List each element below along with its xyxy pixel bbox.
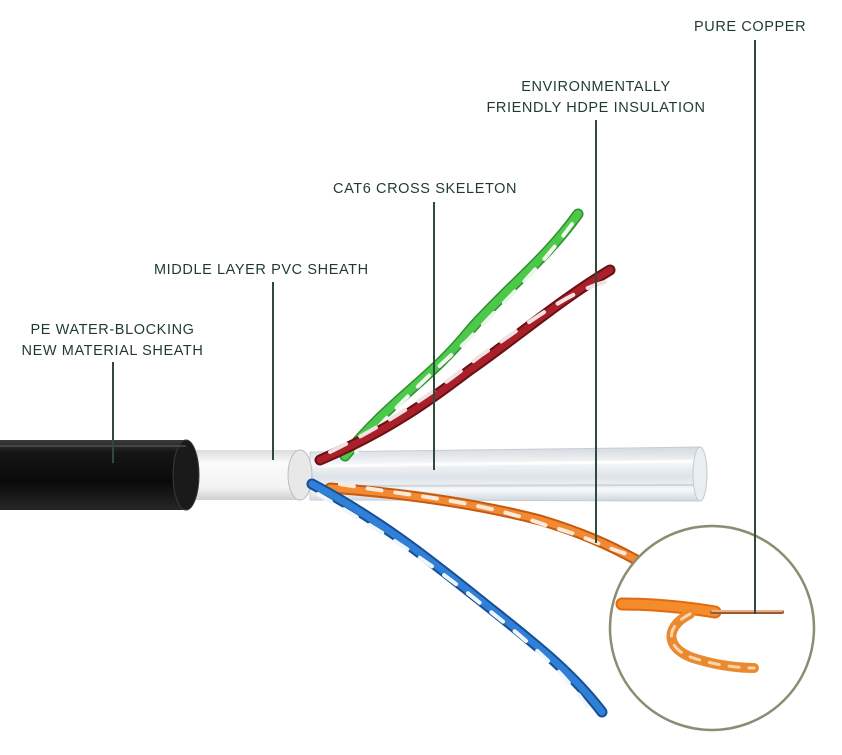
label-middle-pvc-sheath: MIDDLE LAYER PVC SHEATH [154, 262, 369, 278]
label-pe-water-blocking-sheath: PE WATER-BLOCKING NEW MATERIAL SHEATH [21, 322, 204, 359]
blue-twisted-pair [306, 478, 608, 718]
label-pure-copper: PURE COPPER [694, 19, 807, 35]
cross-skeleton [309, 446, 708, 502]
magnified-wire-detail [608, 524, 816, 732]
label-cat6-cross-skeleton: CAT6 CROSS SKELETON [333, 181, 518, 197]
brown-twisted-pair [314, 264, 616, 466]
label-hdpe-insulation: ENVIRONMENTALLY FRIENDLY HDPE INSULATION [486, 79, 706, 116]
leader-lines [112, 40, 756, 614]
green-twisted-pair [339, 208, 584, 462]
orange-twisted-pair [324, 482, 646, 568]
outer-pe-jacket [0, 439, 200, 511]
